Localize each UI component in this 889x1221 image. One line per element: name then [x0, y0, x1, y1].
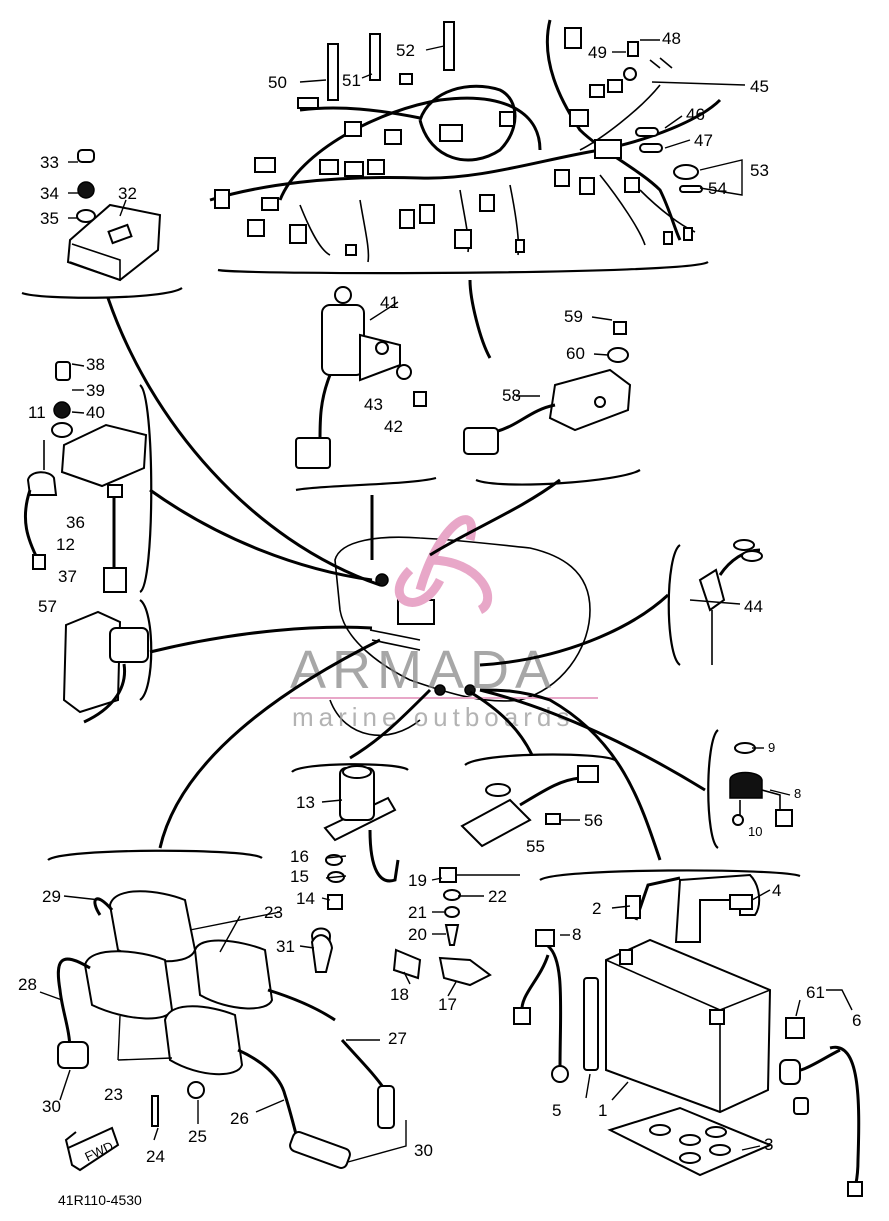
callout-6: 6 [852, 1011, 861, 1030]
leader-lines [39, 39, 853, 1163]
callout-21: 21 [408, 903, 427, 922]
callout-34: 34 [40, 184, 59, 203]
relay13-bracket [291, 763, 409, 773]
callout-45: 45 [750, 77, 769, 96]
callout-48: 48 [662, 29, 681, 48]
callout-35: 35 [40, 209, 59, 228]
watermark-tagline: marine outboards [292, 702, 574, 732]
callout-23a: 23 [264, 903, 283, 922]
callout-30a: 30 [42, 1097, 61, 1116]
callout-30b: 30 [414, 1141, 433, 1160]
callout-15: 15 [290, 867, 309, 886]
callout-10: 10 [748, 824, 762, 839]
callout-13: 13 [296, 793, 315, 812]
wire-harness [209, 19, 722, 263]
main-switch-41 [295, 286, 427, 469]
unit-bracket [475, 469, 641, 486]
engine-outline [329, 536, 591, 737]
callout-8b: 8 [794, 786, 801, 801]
callout-51: 51 [342, 71, 361, 90]
callout-24: 24 [146, 1147, 165, 1166]
callout-27: 27 [388, 1029, 407, 1048]
callout-38: 38 [86, 355, 105, 374]
callout-41: 41 [380, 293, 399, 312]
callout-39: 39 [86, 381, 105, 400]
horn-8 [729, 742, 793, 827]
callout-5: 5 [552, 1101, 561, 1120]
callout-8: 8 [572, 925, 581, 944]
switch-bracket [295, 476, 437, 492]
switch-55 [460, 765, 599, 848]
callout-56: 56 [584, 811, 603, 830]
sensors-17-22 [392, 867, 520, 987]
callout-22: 22 [488, 887, 507, 906]
sensor44-bracket [667, 544, 681, 666]
callout-40: 40 [86, 403, 105, 422]
callout-59: 59 [564, 307, 583, 326]
callout-50: 50 [268, 73, 287, 92]
coil-bracket [47, 849, 263, 861]
callout-26: 26 [230, 1109, 249, 1128]
relay-bracket [139, 384, 153, 593]
callouts: 50 51 52 49 48 45 46 47 53 54 33 34 35 3… [18, 29, 861, 1166]
callout-18: 18 [390, 985, 409, 1004]
unit57-bracket [139, 599, 153, 701]
callout-17: 17 [438, 995, 457, 1014]
callout-25: 25 [188, 1127, 207, 1146]
callout-23b: 23 [104, 1085, 123, 1104]
callout-29: 29 [42, 887, 61, 906]
callout-42: 42 [384, 417, 403, 436]
armada-logo-icon [394, 515, 493, 615]
callout-49: 49 [588, 43, 607, 62]
callout-31: 31 [276, 937, 295, 956]
horn-bracket [707, 729, 719, 849]
callout-12: 12 [56, 535, 75, 554]
callout-47: 47 [694, 131, 713, 150]
ecu-bracket [21, 287, 183, 299]
battery-1 [513, 873, 863, 1197]
callout-37: 37 [58, 567, 77, 586]
control-unit-32 [66, 149, 162, 282]
callout-1: 1 [598, 1101, 607, 1120]
callout-58: 58 [502, 386, 521, 405]
callout-52: 52 [396, 41, 415, 60]
starter-relay-13 [310, 765, 400, 961]
harness-bracket [217, 260, 709, 275]
callout-44: 44 [744, 597, 763, 616]
sensor-44 [698, 539, 763, 665]
ignition-coils-23 [56, 890, 395, 1169]
relay-group [23, 361, 148, 593]
callout-43: 43 [364, 395, 383, 414]
fwd-arrow-icon [64, 1126, 120, 1172]
callout-16: 16 [290, 847, 309, 866]
callout-53: 53 [750, 161, 769, 180]
callout-9: 9 [768, 740, 775, 755]
callout-28: 28 [18, 975, 37, 994]
callout-19: 19 [408, 871, 427, 890]
callout-33: 33 [40, 153, 59, 172]
lead-lines [106, 279, 706, 861]
callout-32: 32 [118, 184, 137, 203]
callout-14: 14 [296, 889, 315, 908]
callout-60: 60 [566, 344, 585, 363]
switch55-bracket [464, 753, 616, 766]
callout-4: 4 [772, 881, 781, 900]
callout-55: 55 [526, 837, 545, 856]
callout-61: 61 [806, 983, 825, 1002]
unit-58 [463, 321, 632, 455]
callout-11: 11 [28, 403, 46, 422]
callout-46: 46 [686, 105, 705, 124]
callout-57: 57 [38, 597, 57, 616]
drawing-code: 41R110-4530 [58, 1192, 142, 1208]
callout-20: 20 [408, 925, 427, 944]
callout-54: 54 [708, 179, 727, 198]
callout-2: 2 [592, 899, 601, 918]
unit-57 [62, 610, 149, 724]
callout-36: 36 [66, 513, 85, 532]
battery-bracket [539, 869, 801, 881]
callout-3: 3 [764, 1135, 773, 1154]
